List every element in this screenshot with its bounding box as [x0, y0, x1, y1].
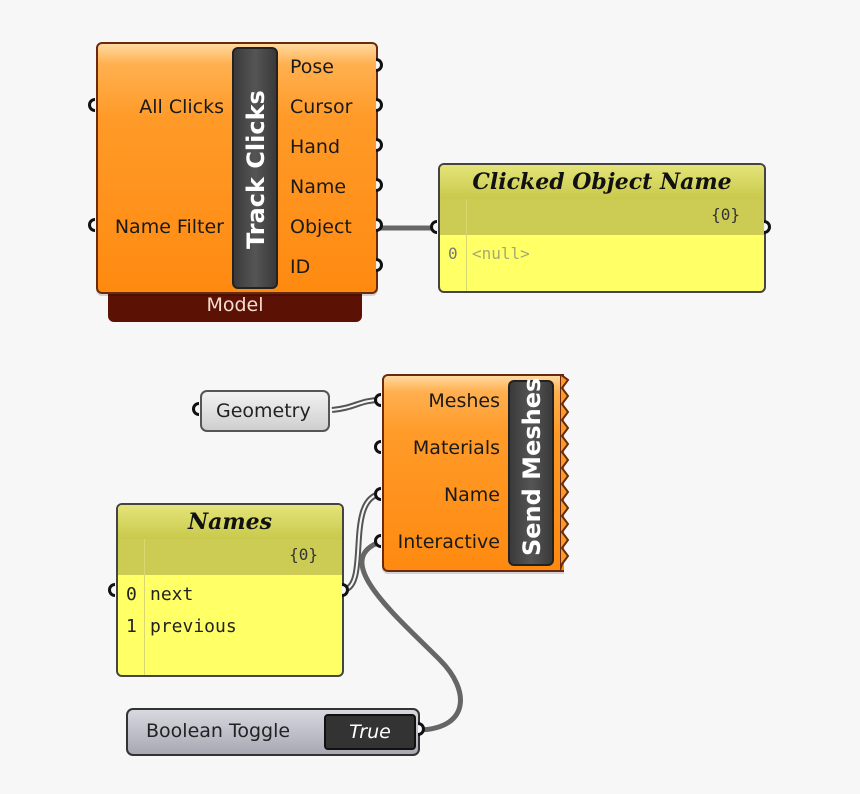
- output-name: Name: [290, 176, 347, 198]
- grip-name[interactable]: [376, 178, 383, 192]
- track-clicks-title: Track Clicks: [242, 90, 270, 249]
- wire-names-to-name: [342, 491, 381, 593]
- grip-materials[interactable]: [374, 440, 381, 454]
- clicked-object-name-panel[interactable]: Clicked Object Name {0} 0 <null>: [438, 163, 766, 293]
- grip-pose[interactable]: [376, 58, 383, 72]
- grip-cursor[interactable]: [376, 98, 383, 112]
- grip-names-in[interactable]: [108, 583, 115, 597]
- send-meshes-component[interactable]: Meshes Materials Name Interactive Send M…: [382, 374, 564, 572]
- input-materials: Materials: [412, 437, 500, 459]
- grip-toggle-out[interactable]: [418, 722, 425, 736]
- row-value: <null>: [472, 244, 530, 263]
- boolean-toggle[interactable]: Boolean Toggle True: [126, 708, 420, 756]
- geometry-param[interactable]: Geometry: [200, 390, 330, 432]
- grip-all-clicks[interactable]: [88, 98, 95, 112]
- clicked-panel-gutter: [440, 199, 467, 291]
- send-meshes-zigzag-edge: [560, 374, 570, 571]
- row-index: 0: [126, 584, 137, 605]
- clicked-panel-path: {0}: [711, 205, 740, 224]
- input-name-filter: Name Filter: [114, 216, 224, 238]
- list-item: 0 next: [118, 579, 342, 611]
- wire-geometry-to-meshes: [331, 397, 381, 413]
- names-panel[interactable]: Names {0} 0 next 1 previous: [116, 503, 344, 677]
- geometry-label: Geometry: [216, 400, 311, 422]
- input-all-clicks: All Clicks: [139, 96, 224, 118]
- grip-clicked-panel-in[interactable]: [430, 220, 437, 234]
- names-panel-path: {0}: [289, 545, 318, 564]
- grip-clicked-panel-out[interactable]: [764, 220, 771, 234]
- names-panel-title: Names: [118, 505, 342, 539]
- grip-name-in[interactable]: [374, 487, 381, 501]
- track-clicks-title-bar[interactable]: Track Clicks: [232, 47, 278, 289]
- output-pose: Pose: [290, 56, 334, 78]
- grip-hand[interactable]: [376, 138, 383, 152]
- input-interactive: Interactive: [397, 531, 500, 553]
- row-value: previous: [150, 616, 237, 637]
- grip-meshes[interactable]: [374, 393, 381, 407]
- list-item: 0 <null>: [440, 241, 764, 269]
- grip-interactive[interactable]: [374, 534, 381, 548]
- row-value: next: [150, 584, 194, 605]
- list-item: 1 previous: [118, 611, 342, 643]
- wire-toggle-to-interactive: [359, 539, 463, 733]
- output-object: Object: [290, 216, 352, 238]
- grip-id[interactable]: [376, 258, 383, 272]
- clicked-panel-header: [440, 199, 764, 235]
- clicked-panel-title: Clicked Object Name: [440, 165, 764, 199]
- boolean-toggle-label: Boolean Toggle: [146, 720, 291, 742]
- grip-name-filter[interactable]: [88, 218, 95, 232]
- names-panel-gutter: [118, 539, 145, 675]
- output-hand: Hand: [290, 136, 341, 158]
- output-cursor: Cursor: [290, 96, 353, 118]
- send-meshes-title-bar[interactable]: Send Meshes: [508, 377, 554, 566]
- grip-geometry-in[interactable]: [192, 402, 199, 416]
- grip-object[interactable]: [376, 218, 383, 232]
- row-index: 0: [448, 244, 458, 263]
- output-id: ID: [290, 256, 311, 278]
- names-panel-header: [118, 539, 342, 575]
- input-name: Name: [443, 484, 500, 506]
- send-meshes-title: Send Meshes: [518, 377, 546, 556]
- grip-names-out[interactable]: [342, 583, 349, 597]
- input-meshes: Meshes: [428, 390, 500, 412]
- row-index: 1: [126, 616, 137, 637]
- boolean-toggle-value[interactable]: True: [324, 714, 416, 750]
- track-clicks-component[interactable]: All Clicks Name Filter Track Clicks Pose…: [96, 42, 378, 294]
